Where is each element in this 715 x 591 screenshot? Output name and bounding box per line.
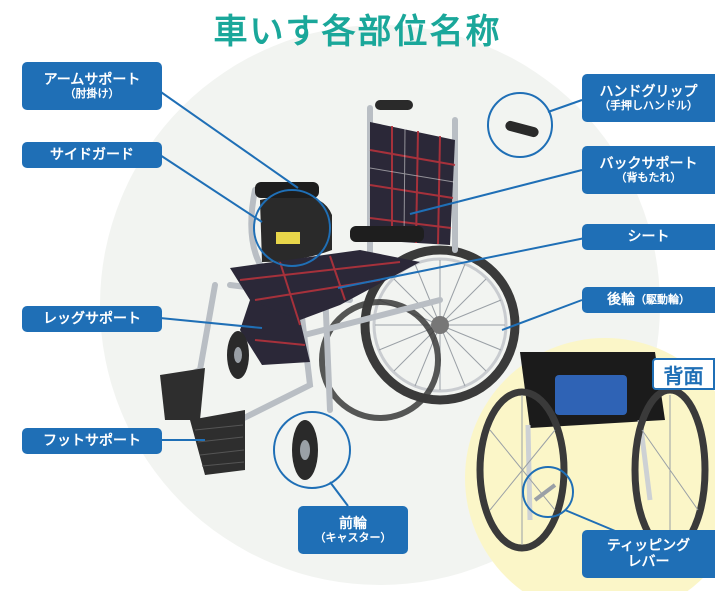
label-foot-support: フットサポート bbox=[22, 428, 162, 454]
side-guard-highlight-circle bbox=[253, 189, 331, 267]
front-wheel-highlight-circle bbox=[273, 411, 351, 489]
label-tipping-lever: ティッピング レバー bbox=[582, 530, 715, 578]
label-seat-main: シート bbox=[627, 228, 670, 245]
label-leg-support: レッグサポート bbox=[22, 306, 162, 332]
label-side-guard: サイドガード bbox=[22, 142, 162, 168]
diagram-title: 車いす各部位名称 bbox=[213, 12, 502, 52]
back-view-badge: 背面 bbox=[652, 358, 715, 390]
caster-shape bbox=[227, 331, 318, 480]
label-front-wheel-sub: （キャスター） bbox=[314, 530, 392, 544]
arm-support-leader bbox=[157, 89, 299, 189]
hand-grip-leader bbox=[547, 99, 583, 113]
label-tipping-lever-sub: レバー bbox=[627, 554, 670, 570]
label-foot-support-main: フットサポート bbox=[43, 432, 141, 449]
label-back-support-main: バックサポート bbox=[599, 155, 698, 172]
label-hand-grip-main: ハンドグリップ bbox=[599, 83, 698, 100]
label-leg-support-main: レッグサポート bbox=[43, 310, 141, 327]
tipping-lever-highlight-circle bbox=[522, 466, 574, 518]
label-front-wheel: 前輪 （キャスター） bbox=[298, 506, 408, 554]
label-rear-wheel-main: 後輪 bbox=[607, 291, 635, 308]
label-rear-wheel: 後輪 （駆動輪） bbox=[582, 287, 715, 313]
hand-grip-highlight-circle bbox=[487, 92, 553, 158]
seat-shape bbox=[230, 250, 420, 365]
seat-leader bbox=[337, 236, 591, 289]
label-rear-wheel-sub: （駆動輪） bbox=[635, 292, 690, 306]
label-tipping-lever-main: ティッピング bbox=[606, 537, 691, 554]
back-support-shape bbox=[369, 122, 456, 245]
rear-wheel-leader bbox=[501, 299, 583, 331]
label-hand-grip-sub: （手押しハンドル） bbox=[599, 98, 698, 112]
wheelchair-illustration bbox=[160, 100, 539, 480]
label-side-guard-main: サイドガード bbox=[50, 146, 134, 163]
front-wheel-leader bbox=[329, 481, 349, 507]
label-arm-support-sub: （肘掛け） bbox=[64, 86, 120, 100]
label-arm-support-main: アームサポート bbox=[43, 71, 141, 88]
leg-support-leader bbox=[159, 317, 263, 329]
label-front-wheel-main: 前輪 bbox=[339, 515, 367, 532]
label-hand-grip: ハンドグリップ （手押しハンドル） bbox=[582, 74, 715, 122]
label-back-support-sub: （背もたれ） bbox=[615, 170, 682, 184]
back-support-leader bbox=[409, 169, 583, 215]
label-seat: シート bbox=[582, 224, 715, 250]
foot-plate-shape bbox=[160, 368, 245, 475]
label-back-support: バックサポート （背もたれ） bbox=[582, 146, 715, 194]
side-guard-shape bbox=[260, 195, 332, 262]
side-guard-leader bbox=[159, 154, 263, 223]
label-arm-support: アームサポート （肘掛け） bbox=[22, 62, 162, 110]
tipping-lever-leader bbox=[564, 509, 621, 534]
